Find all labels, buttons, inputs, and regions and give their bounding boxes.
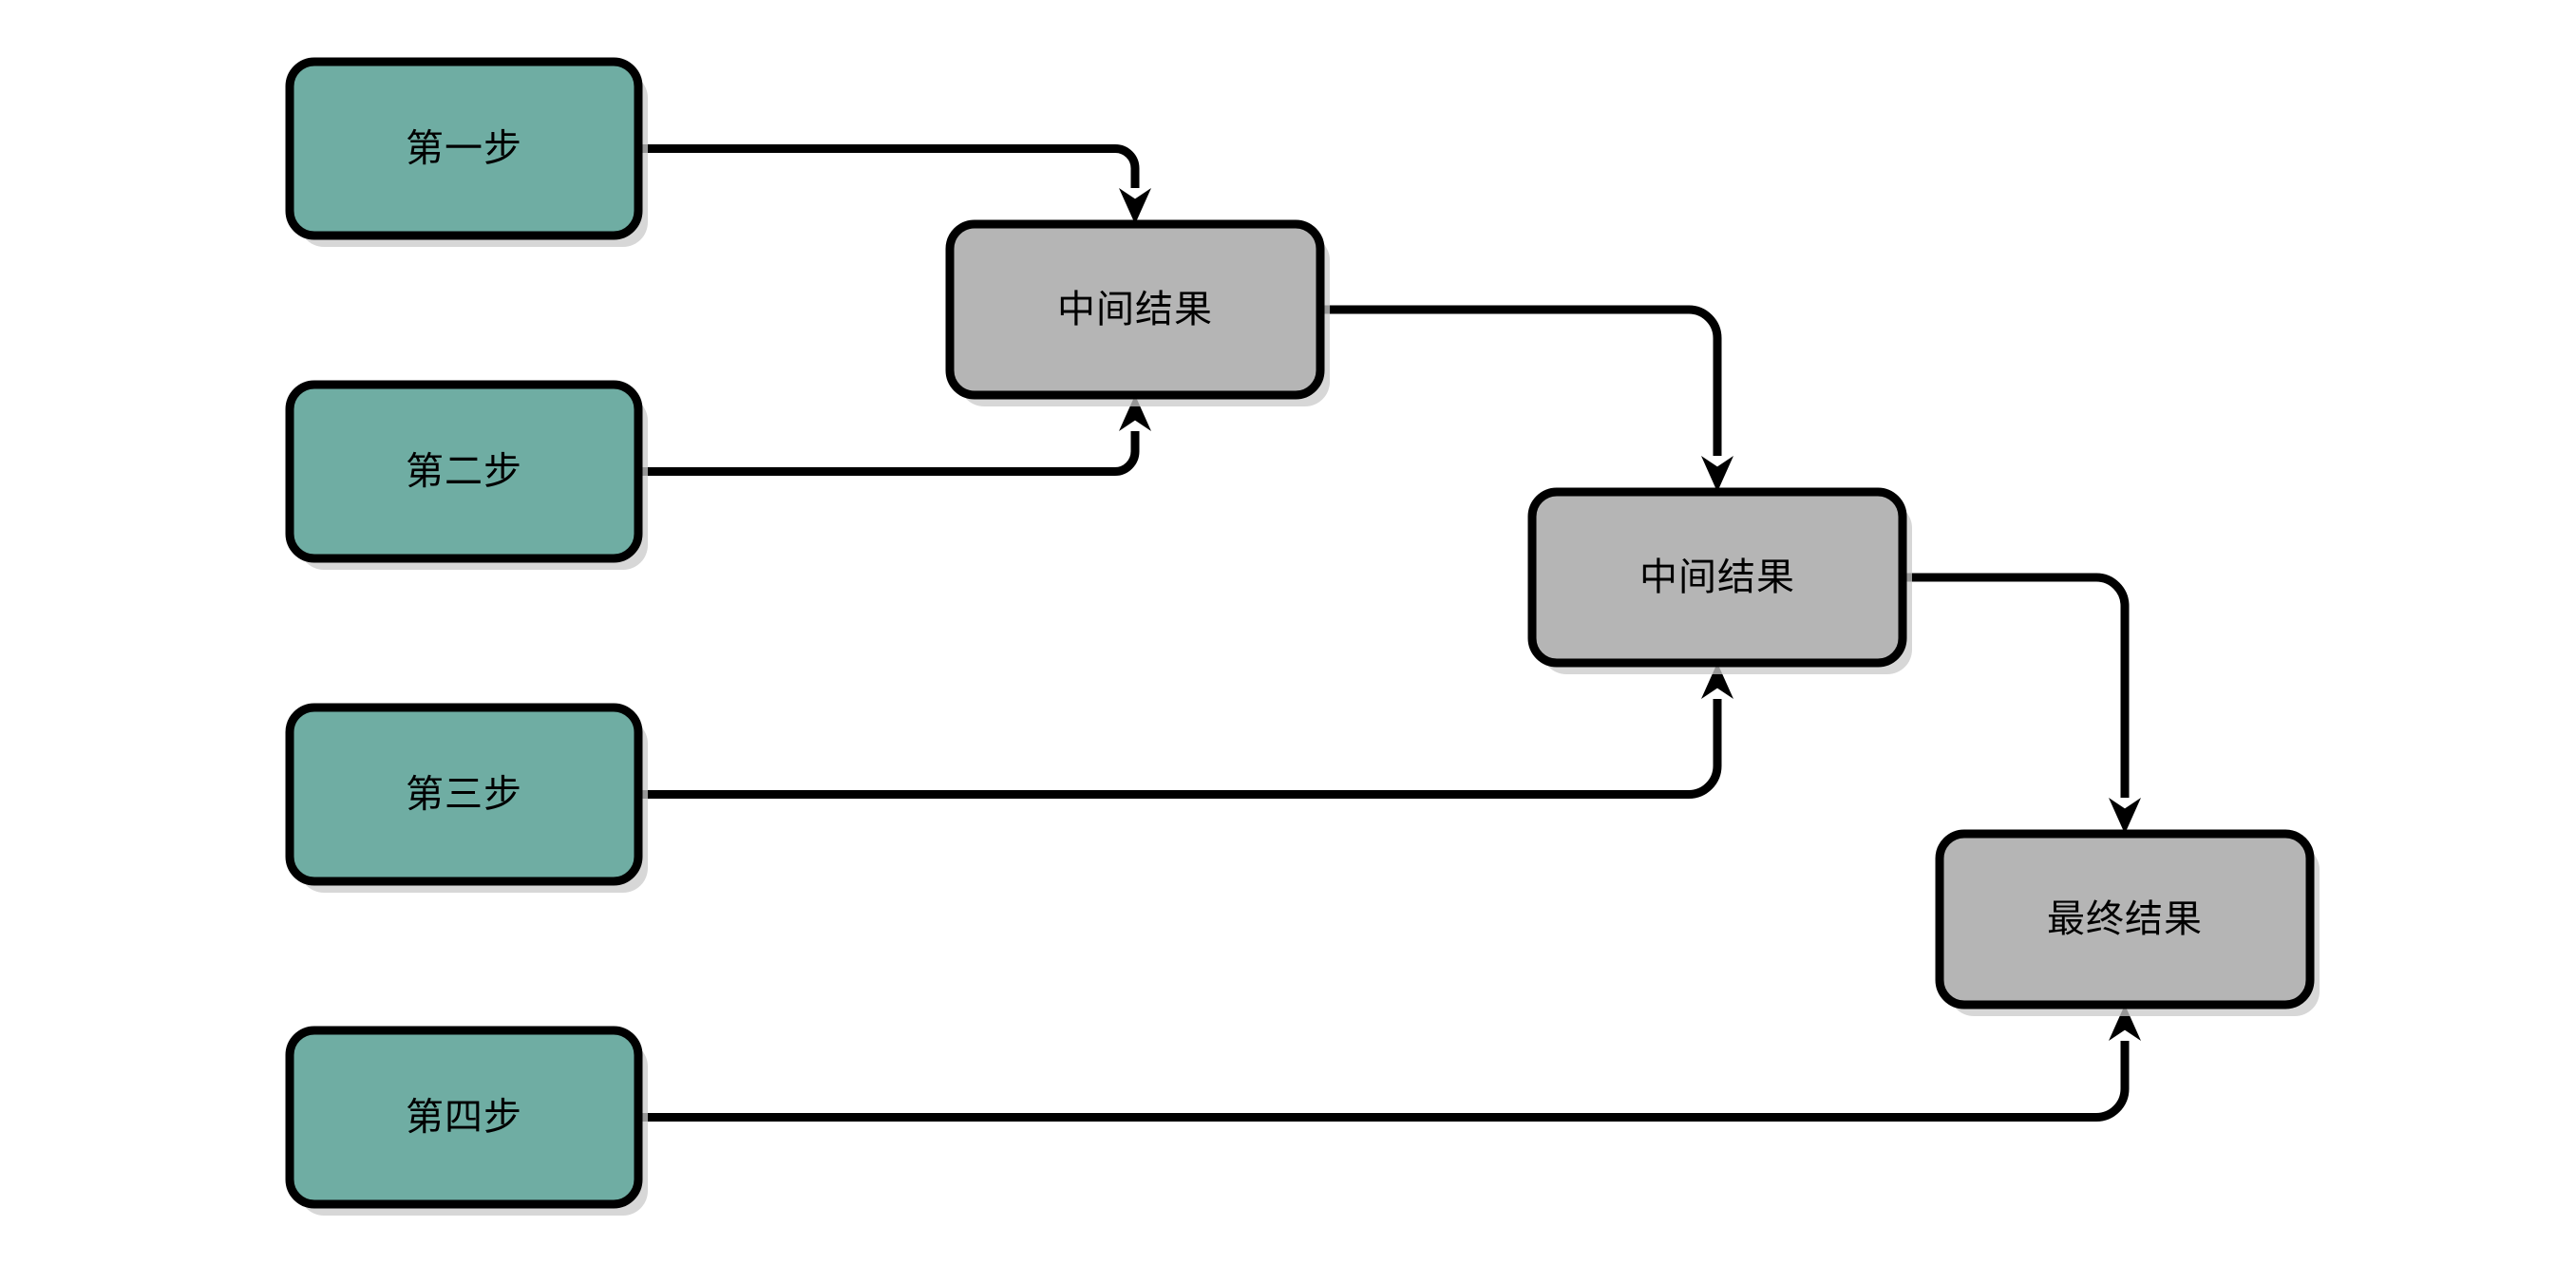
node-label: 中间结果	[1639, 556, 1795, 599]
node-label: 最终结果	[2047, 897, 2203, 941]
node-step1[interactable]: 第一步	[285, 57, 648, 247]
node-rect[interactable]	[285, 57, 643, 240]
node-label: 第三步	[406, 773, 522, 817]
edge-e5	[1903, 573, 2141, 834]
arrow-head-icon	[1119, 188, 1151, 224]
edge-e2	[638, 395, 1151, 476]
edge-e4	[638, 663, 1733, 799]
node-final[interactable]: 最终结果	[1935, 829, 2320, 1016]
node-label: 第四步	[406, 1096, 522, 1140]
node-mid1[interactable]: 中间结果	[945, 219, 1330, 406]
edge-layer	[638, 144, 2141, 1122]
arrow-head-icon	[1701, 456, 1733, 492]
node-rect[interactable]	[1527, 487, 1907, 668]
arrow-head-icon	[1701, 663, 1733, 699]
arrow-head-icon	[2109, 1005, 2141, 1041]
node-mid2[interactable]: 中间结果	[1527, 487, 1912, 674]
edge-line	[1903, 573, 2130, 798]
edge-line	[638, 1041, 2130, 1122]
edge-e3	[1320, 305, 1733, 492]
edge-line	[638, 431, 1140, 476]
arrow-head-icon	[1119, 395, 1151, 431]
edge-e6	[638, 1005, 2141, 1122]
edge-e1	[638, 144, 1151, 224]
node-rect[interactable]	[285, 1026, 643, 1209]
arrow-head-icon	[2109, 798, 2141, 834]
edge-line	[1320, 305, 1722, 456]
node-rect[interactable]	[1935, 829, 2315, 1009]
node-label: 第一步	[406, 127, 522, 171]
node-step4[interactable]: 第四步	[285, 1026, 648, 1216]
node-step2[interactable]: 第二步	[285, 380, 648, 570]
node-label: 第二步	[406, 450, 522, 494]
node-step3[interactable]: 第三步	[285, 703, 648, 893]
edge-line	[638, 144, 1140, 188]
node-label: 中间结果	[1057, 288, 1213, 331]
node-rect[interactable]	[945, 219, 1325, 400]
node-rect[interactable]	[285, 380, 643, 563]
node-rect[interactable]	[285, 703, 643, 886]
edge-line	[638, 699, 1722, 799]
